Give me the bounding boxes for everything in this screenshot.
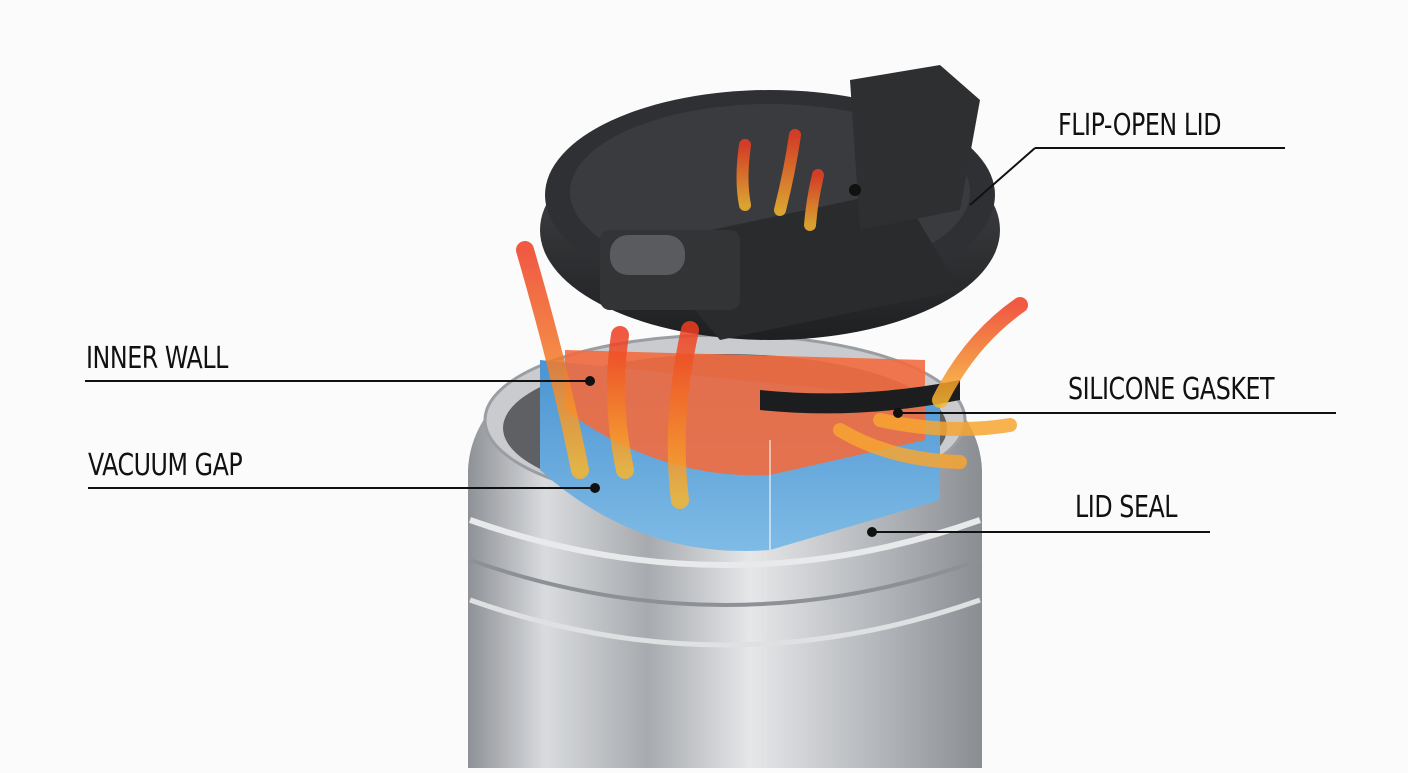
callout-dots (585, 376, 903, 537)
callout-silicone-gasket: SILICONE GASKET (1068, 372, 1275, 407)
callout-inner-wall: INNER WALL (86, 341, 228, 376)
callout-vacuum-gap: VACUUM GAP (88, 448, 243, 483)
callout-flip-open-lid: FLIP-OPEN LID (1058, 108, 1222, 143)
lid (540, 65, 1000, 414)
callout-lid-seal: LID SEAL (1075, 490, 1178, 525)
heat-arrows (516, 129, 1028, 509)
callout-lines (85, 147, 1336, 533)
